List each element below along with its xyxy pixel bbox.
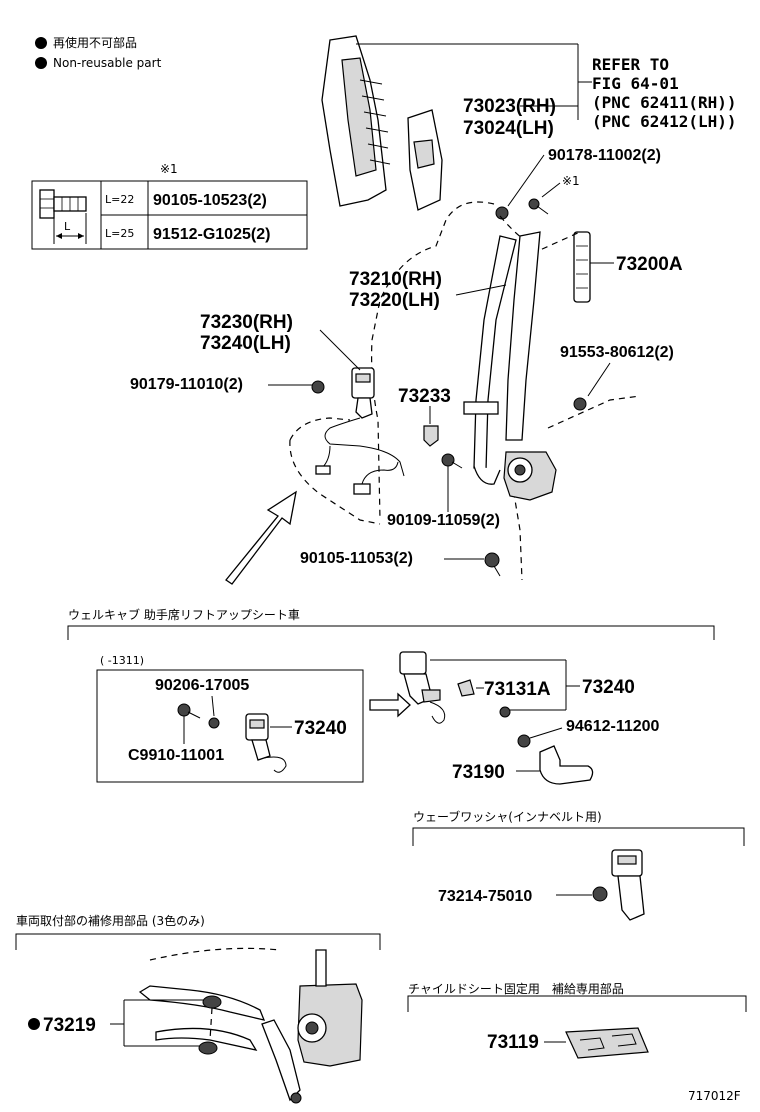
welcab-title: ウェルキャブ 助手席リフトアップシート車 — [68, 607, 300, 622]
label-94612: 94612-11200 — [566, 718, 660, 735]
nut-90178 — [495, 206, 509, 220]
label-73119: 73119 — [487, 1032, 539, 1053]
label-73233: 73233 — [398, 386, 451, 407]
label-73210: 73210(RH) — [349, 269, 442, 290]
height-adjuster-73200A — [573, 231, 591, 303]
nut-73240-late — [499, 706, 511, 718]
bolt-table-note-mark: ※1 — [160, 162, 178, 176]
label-73214: 73214-75010 — [438, 888, 532, 905]
label-C9910: C9910-11001 — [128, 747, 224, 764]
label-90178: 90178-11002(2) — [548, 147, 661, 164]
figure-id: 717012F — [688, 1089, 741, 1103]
label-73200A: 73200A — [616, 254, 683, 275]
refer-line-3: (PNC 62411(RH)) — [592, 93, 737, 112]
label-73219: 73219 — [43, 1015, 96, 1036]
cap-73219-upper — [202, 995, 222, 1009]
buckle-73240-early — [245, 713, 287, 773]
bolt-icon — [39, 189, 87, 244]
bolt-row-length: L=22 — [105, 193, 134, 206]
label-73230: 73230(RH) — [200, 312, 293, 333]
wave-washer-73214 — [592, 849, 645, 921]
label-73190: 73190 — [452, 762, 505, 783]
bolt-90109 — [441, 453, 463, 469]
buckle-73240-late — [399, 651, 446, 724]
repair-title: 車両取付部の補修用部品 (3色のみ) — [16, 913, 205, 928]
nut-90179 — [311, 380, 325, 394]
clip-73131A — [457, 679, 475, 697]
label-73023: 73023(RH) — [463, 96, 556, 117]
label-90105: 90105-11053(2) — [300, 550, 413, 567]
child-title: チャイルドシート固定用 補給専用部品 — [408, 981, 624, 996]
label-73240-lh: 73240(LH) — [200, 333, 291, 354]
bracket-73190 — [539, 745, 594, 785]
label-73131A: 73131A — [484, 679, 551, 700]
legend-non-reusable-en: Non-reusable part — [53, 56, 162, 70]
seat-belt-assembly — [463, 231, 557, 501]
label-90179: 90179-11010(2) — [130, 376, 243, 393]
nut-94612 — [517, 734, 531, 748]
bolt-90105 — [484, 552, 501, 577]
cap-73219-lower — [198, 1041, 218, 1055]
child-seat-part-73119 — [565, 1027, 649, 1059]
transition-arrow-icon — [369, 692, 411, 718]
bolt-icon — [528, 198, 549, 215]
label-73240-early: 73240 — [294, 718, 347, 739]
note-1-mark: ※1 — [562, 174, 580, 188]
wave-title: ウェーブワッシャ(インナベルト用) — [413, 809, 602, 824]
bolt-table: ※1 L L=22 90105-10523(2) L=25 91512-G102… — [31, 162, 308, 250]
bolt-row-part: 91512-G1025(2) — [153, 226, 270, 243]
bolt-91553 — [573, 397, 587, 411]
welcab-range: ( -1311) — [100, 654, 144, 667]
pillar-garnish — [321, 35, 443, 211]
bolt-C9910 — [177, 703, 201, 719]
non-reusable-dot-icon — [28, 1018, 40, 1030]
legend-non-reusable-ja: 再使用不可部品 — [53, 35, 137, 50]
refer-line-4: (PNC 62412(LH)) — [592, 112, 737, 131]
label-73024: 73024(LH) — [463, 118, 554, 139]
bolt-dim-label: L — [64, 220, 71, 233]
label-73240-late: 73240 — [582, 677, 635, 698]
non-reusable-dot-icon — [35, 37, 47, 49]
label-90206: 90206-17005 — [155, 677, 249, 694]
legend: 再使用不可部品 Non-reusable part — [35, 35, 162, 70]
bolt-row-length: L=25 — [105, 227, 134, 240]
cover-73233 — [423, 425, 439, 447]
buckle-73230 — [315, 367, 405, 495]
non-reusable-dot-icon — [35, 57, 47, 69]
refer-note: REFER TO FIG 64-01 (PNC 62411(RH)) (PNC … — [592, 55, 737, 131]
nut-90206 — [208, 717, 220, 729]
label-90109: 90109-11059(2) — [387, 512, 500, 529]
refer-line-2: FIG 64-01 — [592, 74, 679, 93]
bolt-row-part: 90105-10523(2) — [153, 192, 267, 209]
welcab-early-box — [96, 669, 364, 783]
label-91553: 91553-80612(2) — [560, 344, 674, 361]
label-73220: 73220(LH) — [349, 290, 440, 311]
refer-line-1: REFER TO — [592, 55, 669, 74]
front-direction-arrow-icon — [225, 490, 297, 585]
repair-assembly — [138, 947, 363, 1104]
